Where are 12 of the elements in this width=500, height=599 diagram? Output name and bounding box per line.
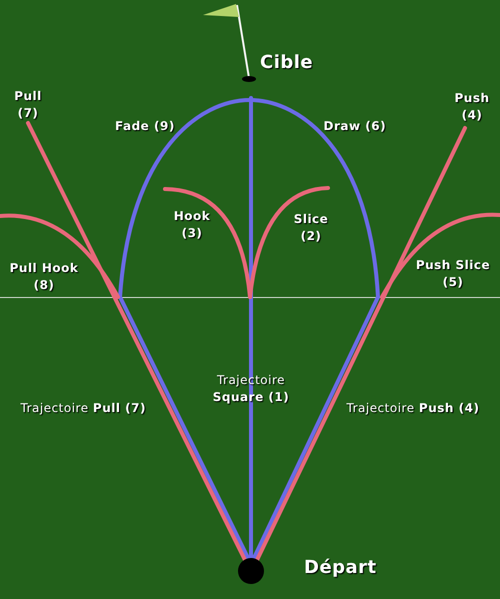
start-label: Départ bbox=[304, 557, 377, 579]
shot-label: Fade (9) bbox=[115, 118, 175, 135]
shot-label: Draw (6) bbox=[324, 118, 386, 135]
target-label: Cible bbox=[260, 52, 314, 74]
shot-label: Pull (7) bbox=[13, 88, 43, 122]
trajectory-label: Trajectoire Push (4) bbox=[346, 400, 480, 417]
shot-label: Hook (3) bbox=[172, 208, 212, 242]
trajectory-label: Trajectoire Pull (7) bbox=[20, 400, 146, 417]
shot-label: Push Slice (5) bbox=[414, 257, 492, 291]
shot-label: Slice (2) bbox=[292, 211, 330, 245]
shot-label: Pull Hook (8) bbox=[8, 260, 80, 294]
shot-label: Push (4) bbox=[453, 90, 491, 124]
